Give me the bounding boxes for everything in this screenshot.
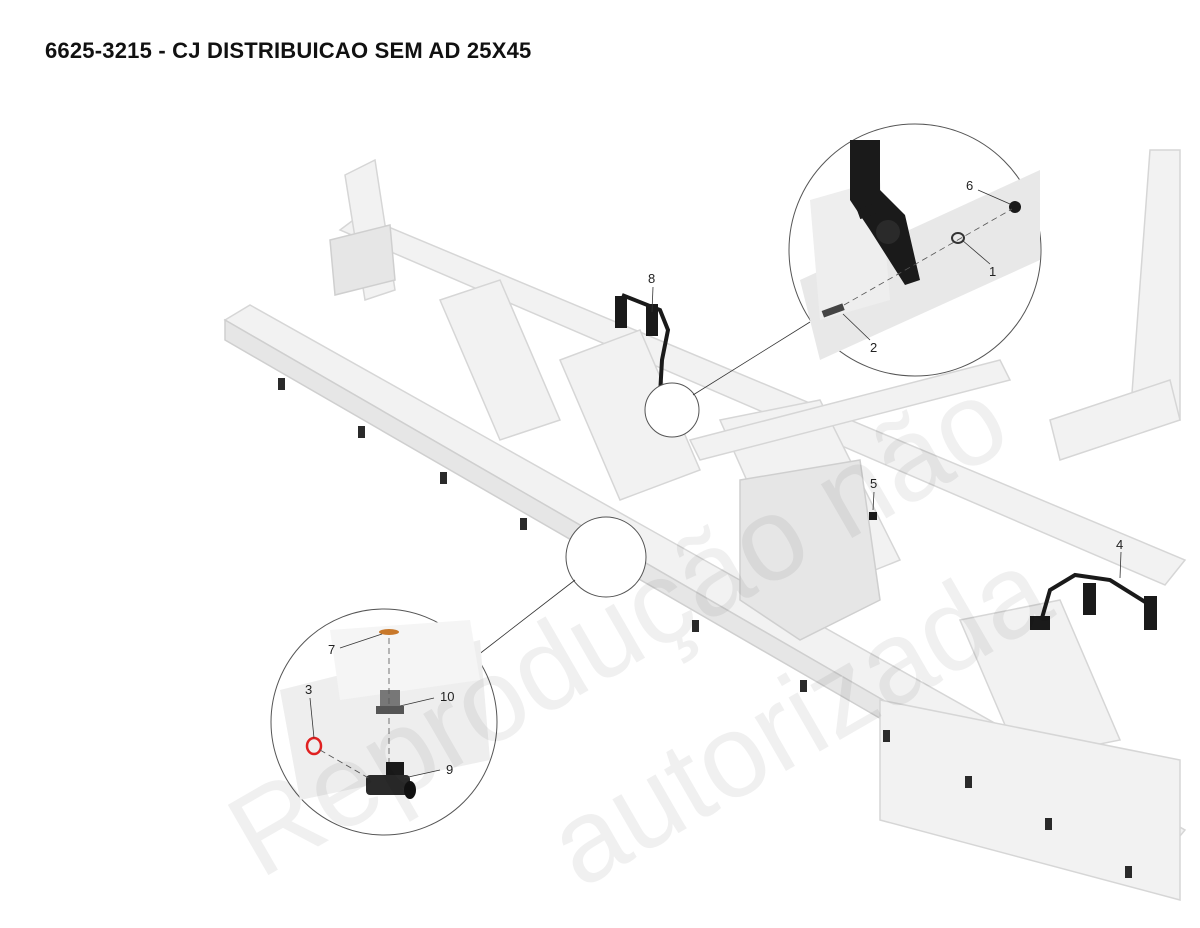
- part-label-10: 10: [440, 689, 454, 704]
- hose-bracket-part-4: [1030, 572, 1157, 630]
- callout-link-lower: [477, 579, 576, 656]
- nut-part-6: [1009, 201, 1021, 213]
- bolt-part-2: [821, 303, 845, 318]
- part-label-4: 4: [1116, 537, 1123, 552]
- detail-ring-upper: [644, 382, 700, 438]
- part-label-3: 3: [305, 682, 312, 697]
- callout-link-upper: [692, 321, 811, 396]
- part-label-1: 1: [989, 264, 996, 279]
- washer-part-1: [951, 232, 965, 244]
- part-label-9: 9: [446, 762, 453, 777]
- part-label-5: 5: [870, 476, 877, 491]
- detail-callout-upper: [788, 123, 1042, 377]
- tee-part-9: [366, 762, 416, 799]
- detail-callout-lower: [270, 608, 498, 836]
- part-labels: 1 2 3 4 5 6 7 8 9 10: [305, 178, 1123, 777]
- leader-lines: [309, 189, 1122, 779]
- bolt-part-5: [869, 512, 877, 520]
- detail-ring-middle: [565, 516, 647, 598]
- part-label-6: 6: [966, 178, 973, 193]
- part-label-2: 2: [870, 340, 877, 355]
- part-label-7: 7: [328, 642, 335, 657]
- part-label-8: 8: [648, 271, 655, 286]
- machine-frame: [223, 149, 1187, 901]
- page-title: 6625-3215 - CJ DISTRIBUICAO SEM AD 25X45: [45, 38, 532, 63]
- washer-part-7: [379, 629, 399, 635]
